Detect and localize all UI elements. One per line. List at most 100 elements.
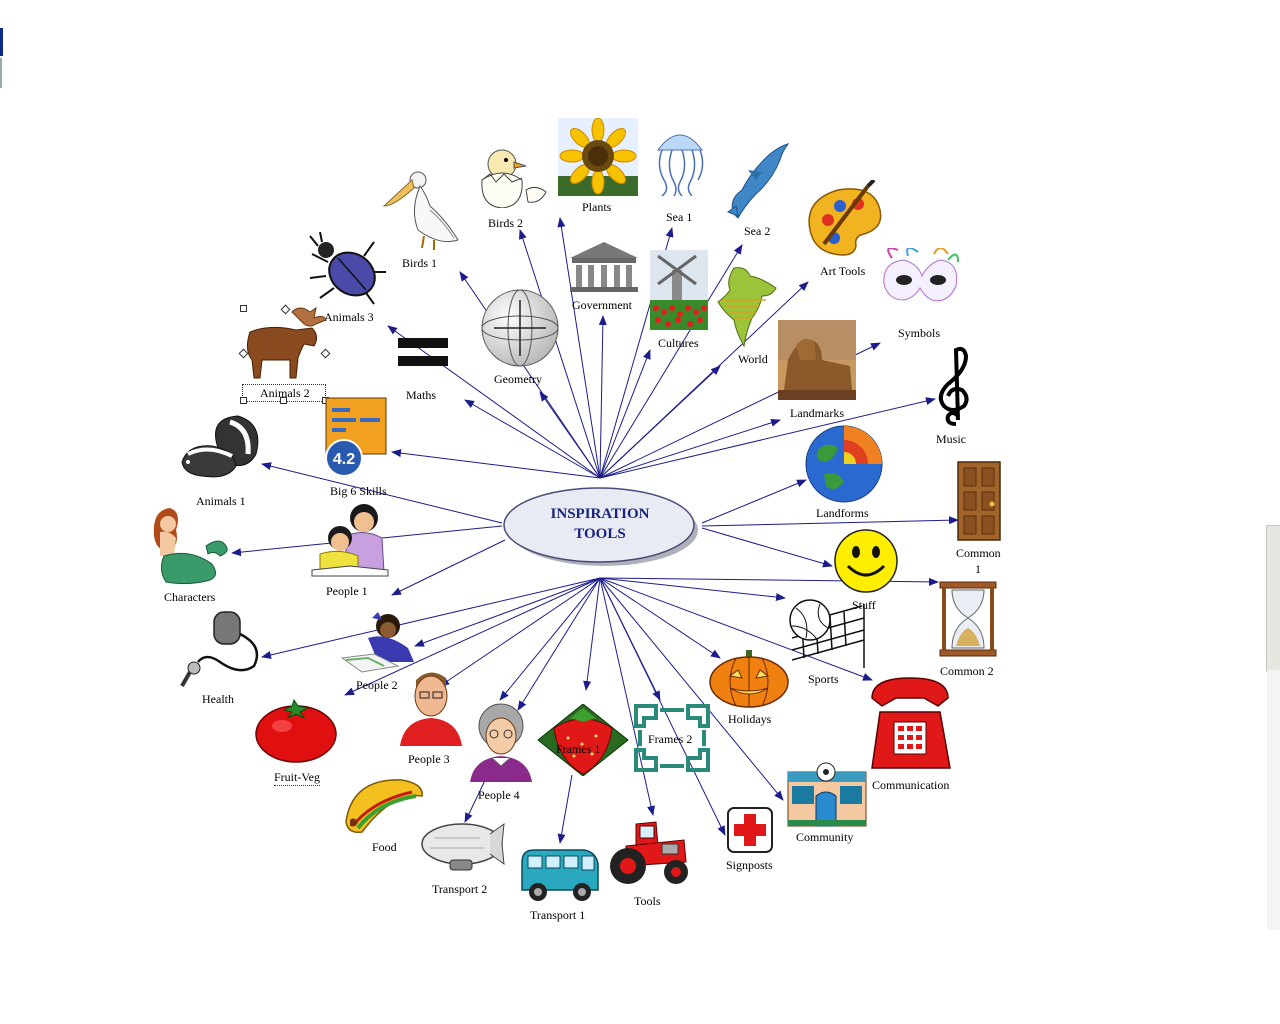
link-landforms (701, 479, 807, 524)
link-cultures (599, 349, 651, 479)
node-label: Signposts (726, 858, 773, 872)
center-title-line1: INSPIRATION (550, 506, 650, 522)
dolphin-icon (726, 143, 790, 219)
link-communication (599, 577, 873, 681)
window-edge-mark (0, 58, 2, 88)
center-node-title[interactable]: INSPIRATION TOOLS (500, 504, 700, 544)
first-aid-sign-icon (727, 807, 773, 853)
resize-handle[interactable] (280, 397, 287, 404)
center-title-line2: TOOLS (574, 526, 626, 542)
building-icon (570, 242, 638, 292)
center-node-shape[interactable] (500, 484, 700, 568)
node-label: Plants (582, 200, 612, 214)
node-label: People 4 (478, 788, 520, 802)
india-map-icon (717, 267, 777, 348)
node-label: Geometry (494, 372, 542, 386)
link-birds2 (518, 229, 601, 479)
node-label: Animals 3 (324, 310, 374, 324)
node-label: Holidays (728, 712, 772, 726)
van-icon (521, 849, 599, 901)
node-label: Health (202, 692, 234, 706)
link-geometry (539, 391, 601, 479)
node-label: Big 6 Skills (330, 484, 387, 498)
grandma-icon (470, 703, 532, 782)
reading-people-icon (311, 504, 389, 577)
node-label: People 3 (408, 752, 450, 766)
skunk-icon (181, 415, 259, 478)
link-landmarks (599, 418, 781, 479)
link-birds1 (459, 271, 601, 479)
link-world (599, 365, 721, 479)
sphere-icon (481, 289, 559, 367)
stethoscope-icon (180, 611, 259, 687)
node-label: Tools (634, 894, 661, 908)
link-maths (464, 399, 601, 479)
vertical-scrollbar-track[interactable] (1267, 670, 1280, 930)
moose-icon (246, 306, 327, 379)
node-label: Landforms (816, 506, 869, 520)
node-label: Frames 1 (556, 742, 601, 756)
link-signposts (599, 577, 726, 836)
pumpkin-icon (709, 650, 789, 708)
link-common1 (701, 516, 959, 527)
node-label: Government (572, 298, 632, 312)
taco-icon (345, 779, 423, 834)
node-label: Sea 2 (744, 224, 771, 238)
hatching-chick-icon (481, 149, 547, 208)
node-label: Transport 2 (432, 882, 488, 896)
knot-frame-icon (634, 704, 710, 772)
node-label: Art Tools (820, 264, 866, 278)
node-label: People 1 (326, 584, 368, 598)
shop-building-icon (787, 762, 867, 827)
link-animals1 (261, 462, 503, 524)
jellyfish-icon (657, 134, 704, 196)
volleyball-net-icon (789, 599, 865, 668)
telephone-icon (871, 677, 951, 769)
node-label: Common 2 (940, 664, 994, 678)
link-big6 (391, 449, 601, 479)
man-icon (400, 672, 462, 746)
node-label: Symbols (898, 326, 941, 340)
vertical-scrollbar-thumb[interactable] (1266, 525, 1280, 672)
node-label: Fruit-Veg (274, 770, 320, 786)
smiley-icon (834, 529, 898, 593)
tractor-icon (610, 821, 688, 884)
tomato-icon (255, 698, 337, 763)
windmill-tulips-icon (650, 250, 708, 330)
node-label: Characters (164, 590, 216, 604)
mermaid-icon (153, 508, 228, 585)
svg-text:4.2: 4.2 (333, 451, 355, 468)
earth-cutaway-icon (805, 425, 883, 503)
link-tools (599, 577, 655, 816)
node-label: Birds 1 (402, 256, 438, 270)
hourglass-icon (939, 581, 997, 657)
link-holidays (599, 577, 721, 659)
link-community (599, 577, 784, 801)
sphinx-icon (778, 320, 856, 400)
link-people2 (414, 577, 601, 647)
pelican-icon (382, 171, 459, 250)
node-label: Common (956, 546, 1001, 560)
node-label: Frames 2 (648, 732, 693, 746)
node-label: People 2 (356, 678, 398, 692)
resize-handle[interactable] (240, 397, 247, 404)
node-label: Animals 2 (260, 386, 310, 400)
blimp-icon (421, 822, 505, 871)
link-frames1 (583, 577, 601, 691)
sunflower-icon (558, 118, 638, 196)
treble-clef-icon (938, 346, 969, 426)
node-label: Music (936, 432, 966, 446)
window-edge-mark (0, 28, 3, 56)
link-stuff (701, 527, 833, 568)
node-label: Cultures (658, 336, 699, 350)
link-transport1 (557, 774, 573, 844)
link-people4 (499, 577, 601, 701)
door-icon (957, 461, 1001, 541)
equals-icon (398, 338, 448, 366)
strawberry-frame-icon (537, 704, 629, 776)
link-music (599, 397, 936, 479)
node-label: Community (796, 830, 854, 844)
resize-handle[interactable] (240, 305, 247, 312)
link-people3 (439, 577, 601, 687)
